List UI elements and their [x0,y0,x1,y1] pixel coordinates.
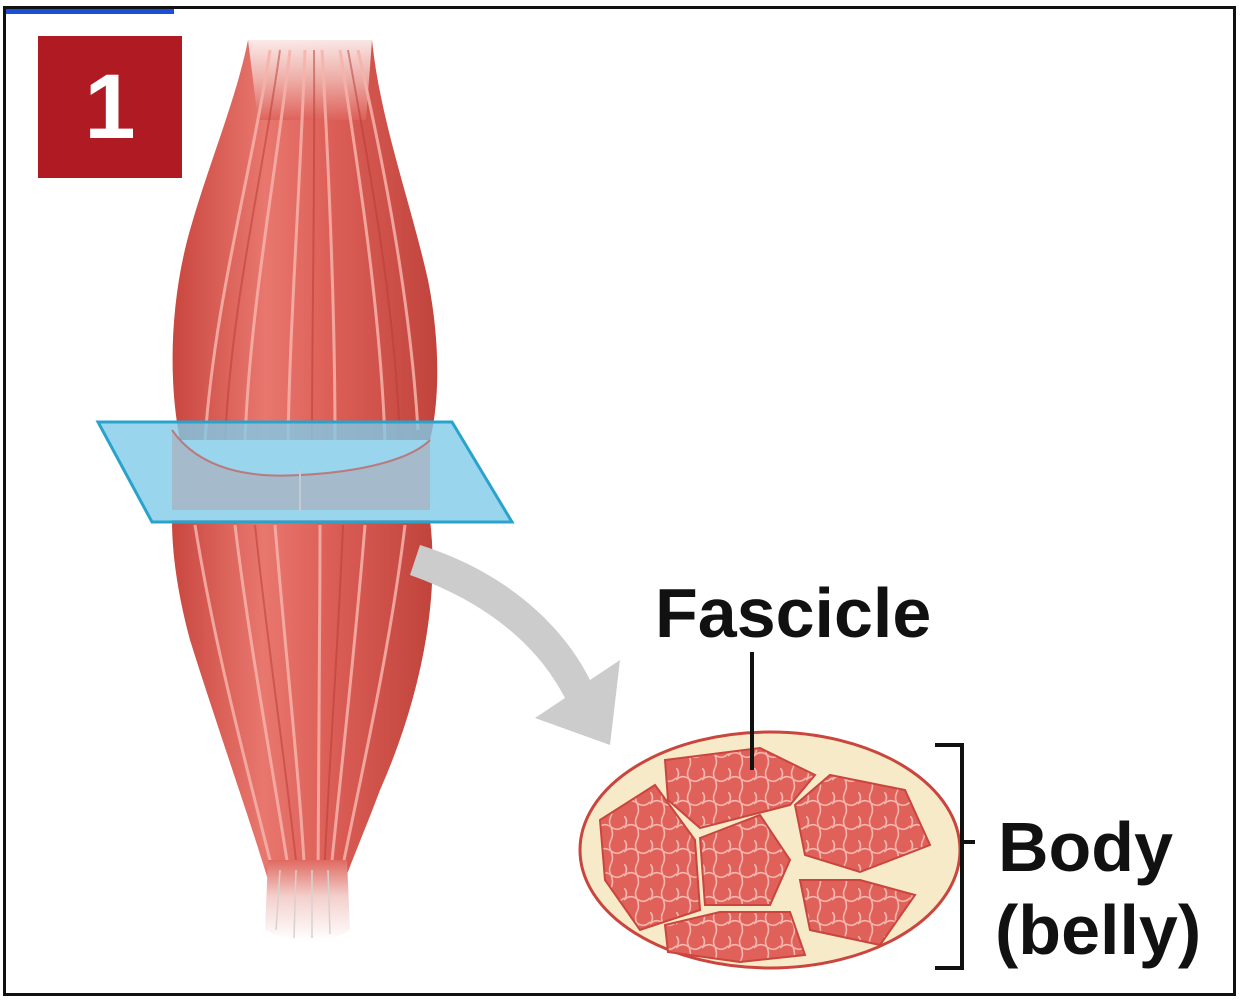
muscle-fibers-lower [193,524,407,881]
fascicle-center [698,813,792,906]
muscle-cross-section [578,730,962,970]
body-bracket [935,743,975,970]
fascicle-bottom [663,911,807,964]
fascicle-top [663,746,817,830]
step-number: 1 [84,55,136,158]
muscle-fibers-upper [203,49,420,441]
fascicle-label: Fascicle [655,574,932,652]
top-edge-line [6,9,174,14]
muscle-upper [172,40,438,440]
fascicle-lower-right [798,879,917,947]
belly-label: (belly) [995,891,1202,969]
body-label: Body [998,808,1173,886]
curved-arrow [410,545,620,745]
fascicle-right [793,773,932,874]
step-number-badge: 1 [38,36,182,178]
muscle-lower [172,520,433,880]
fascicle-left [598,783,702,932]
